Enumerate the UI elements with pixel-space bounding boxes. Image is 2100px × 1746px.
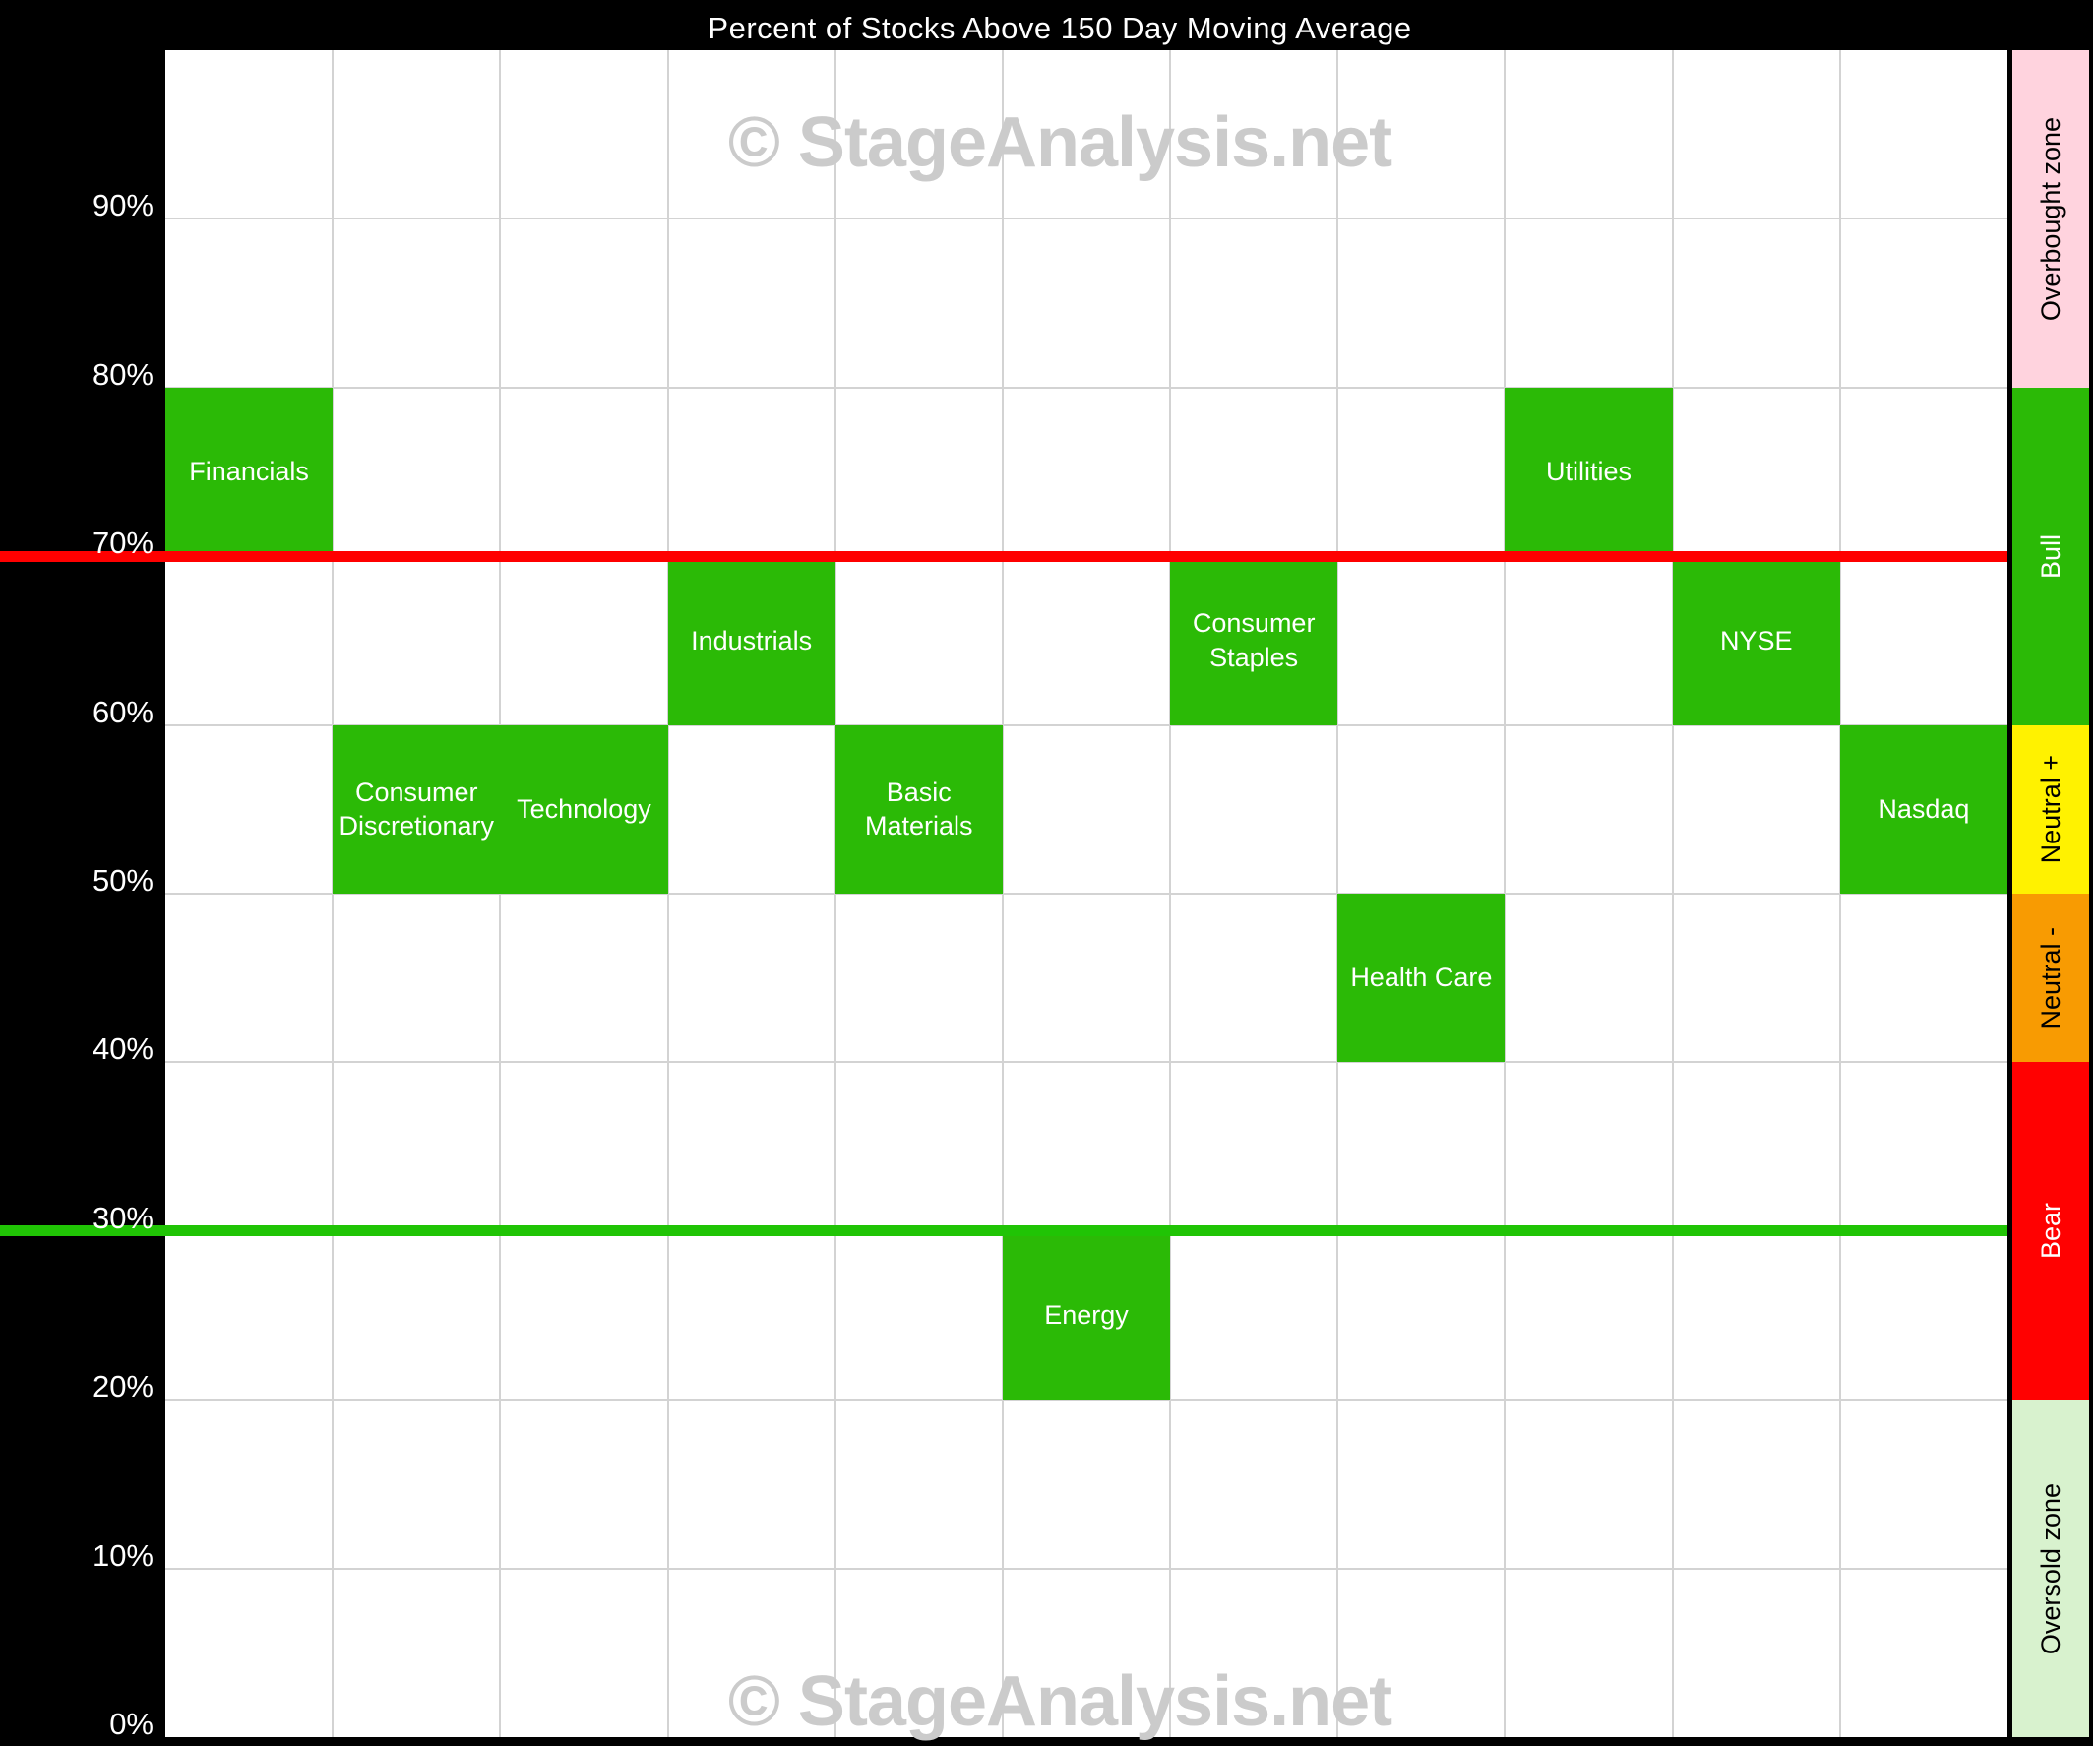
zone-bull: Bull — [2012, 387, 2089, 725]
sector-label: Nasdaq — [1878, 794, 1970, 825]
sector-label: NYSE — [1719, 625, 1793, 655]
y-axis: 90% 80% 70% 60% 50% 40% 30% 20% 10% 0% — [0, 50, 159, 1741]
sector-label: Consumer Discretionary — [339, 777, 495, 842]
y-axis-label-20: 20% — [92, 1369, 154, 1404]
horizontal-gridline — [165, 893, 2007, 895]
watermark-top: © StageAnalysis.net — [727, 103, 1392, 182]
horizontal-gridline — [165, 1061, 2007, 1064]
horizontal-gridline — [165, 723, 2007, 726]
sector-label: Utilities — [1546, 457, 1633, 487]
zone-label: Neutral + — [2035, 755, 2066, 864]
y-axis-label-40: 40% — [92, 1031, 154, 1067]
horizontal-gridline — [165, 1399, 2007, 1402]
sector-box-basic-materials: Basic Materials — [834, 724, 1003, 894]
zone-overbought-zone: Overbought zone — [2012, 50, 2089, 388]
sector-label: Health Care — [1350, 963, 1493, 993]
sector-box-industrials: Industrials — [667, 556, 835, 725]
sector-box-technology: Technology — [500, 724, 668, 894]
y-axis-label-0: 0% — [109, 1707, 154, 1741]
y-axis-label-80: 80% — [92, 356, 154, 392]
y-axis-label-90: 90% — [92, 188, 154, 223]
sector-box-consumer-staples: Consumer Staples — [1170, 556, 1338, 725]
threshold-line-30 — [0, 1225, 2007, 1237]
sector-box-financials: Financials — [165, 387, 334, 557]
sector-label: Financials — [189, 457, 309, 487]
sector-label: Energy — [1044, 1300, 1129, 1331]
horizontal-gridline — [165, 386, 2007, 389]
sector-box-nasdaq: Nasdaq — [1839, 724, 2007, 894]
zone-label: Bull — [2035, 533, 2066, 579]
zone-neutral-: Neutral + — [2012, 724, 2089, 894]
zone-neutral-: Neutral - — [2012, 894, 2089, 1063]
sector-label: Basic Materials — [865, 777, 973, 842]
chart-title: Percent of Stocks Above 150 Day Moving A… — [708, 11, 1412, 45]
zone-bear: Bear — [2012, 1062, 2089, 1401]
sector-label: Industrials — [691, 625, 813, 655]
watermark-bottom: © StageAnalysis.net — [727, 1662, 1392, 1741]
threshold-line-70 — [0, 550, 2007, 562]
zone-label: Bear — [2035, 1203, 2066, 1260]
y-axis-label-30: 30% — [92, 1200, 154, 1235]
sector-label: Consumer Staples — [1192, 608, 1316, 672]
zone-oversold-zone: Oversold zone — [2012, 1400, 2089, 1737]
right-edge-margin — [2093, 0, 2100, 1746]
sector-box-health-care: Health Care — [1337, 894, 1506, 1063]
y-axis-label-60: 60% — [92, 694, 154, 729]
sector-box-nyse: NYSE — [1672, 556, 1840, 725]
sector-box-consumer-discretionary: Consumer Discretionary — [333, 724, 501, 894]
y-axis-label-10: 10% — [92, 1537, 154, 1573]
sector-label: Technology — [517, 794, 651, 825]
zone-label: Neutral - — [2035, 926, 2066, 1029]
y-axis-label-50: 50% — [92, 863, 154, 898]
sector-box-utilities: Utilities — [1505, 387, 1673, 557]
horizontal-gridline — [165, 218, 2007, 220]
horizontal-gridline — [165, 1567, 2007, 1570]
sector-box-energy: Energy — [1002, 1230, 1171, 1401]
y-axis-label-70: 70% — [92, 526, 154, 561]
zone-label: Oversold zone — [2035, 1482, 2066, 1654]
